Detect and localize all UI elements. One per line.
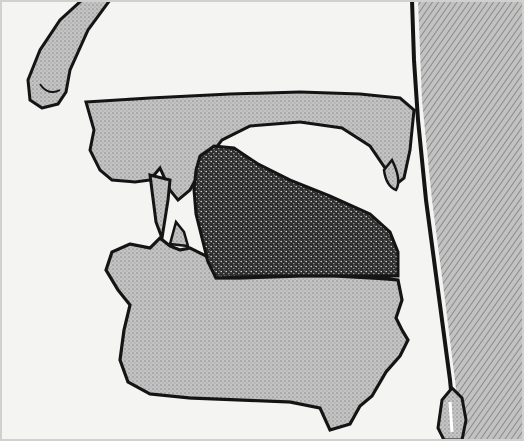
neck-background: [418, 0, 524, 441]
epiglottis-inner: [450, 402, 452, 432]
upper-teeth: [150, 175, 170, 238]
tongue: [194, 146, 398, 278]
lower-teeth: [170, 222, 188, 246]
nose-shape: [28, 0, 110, 108]
